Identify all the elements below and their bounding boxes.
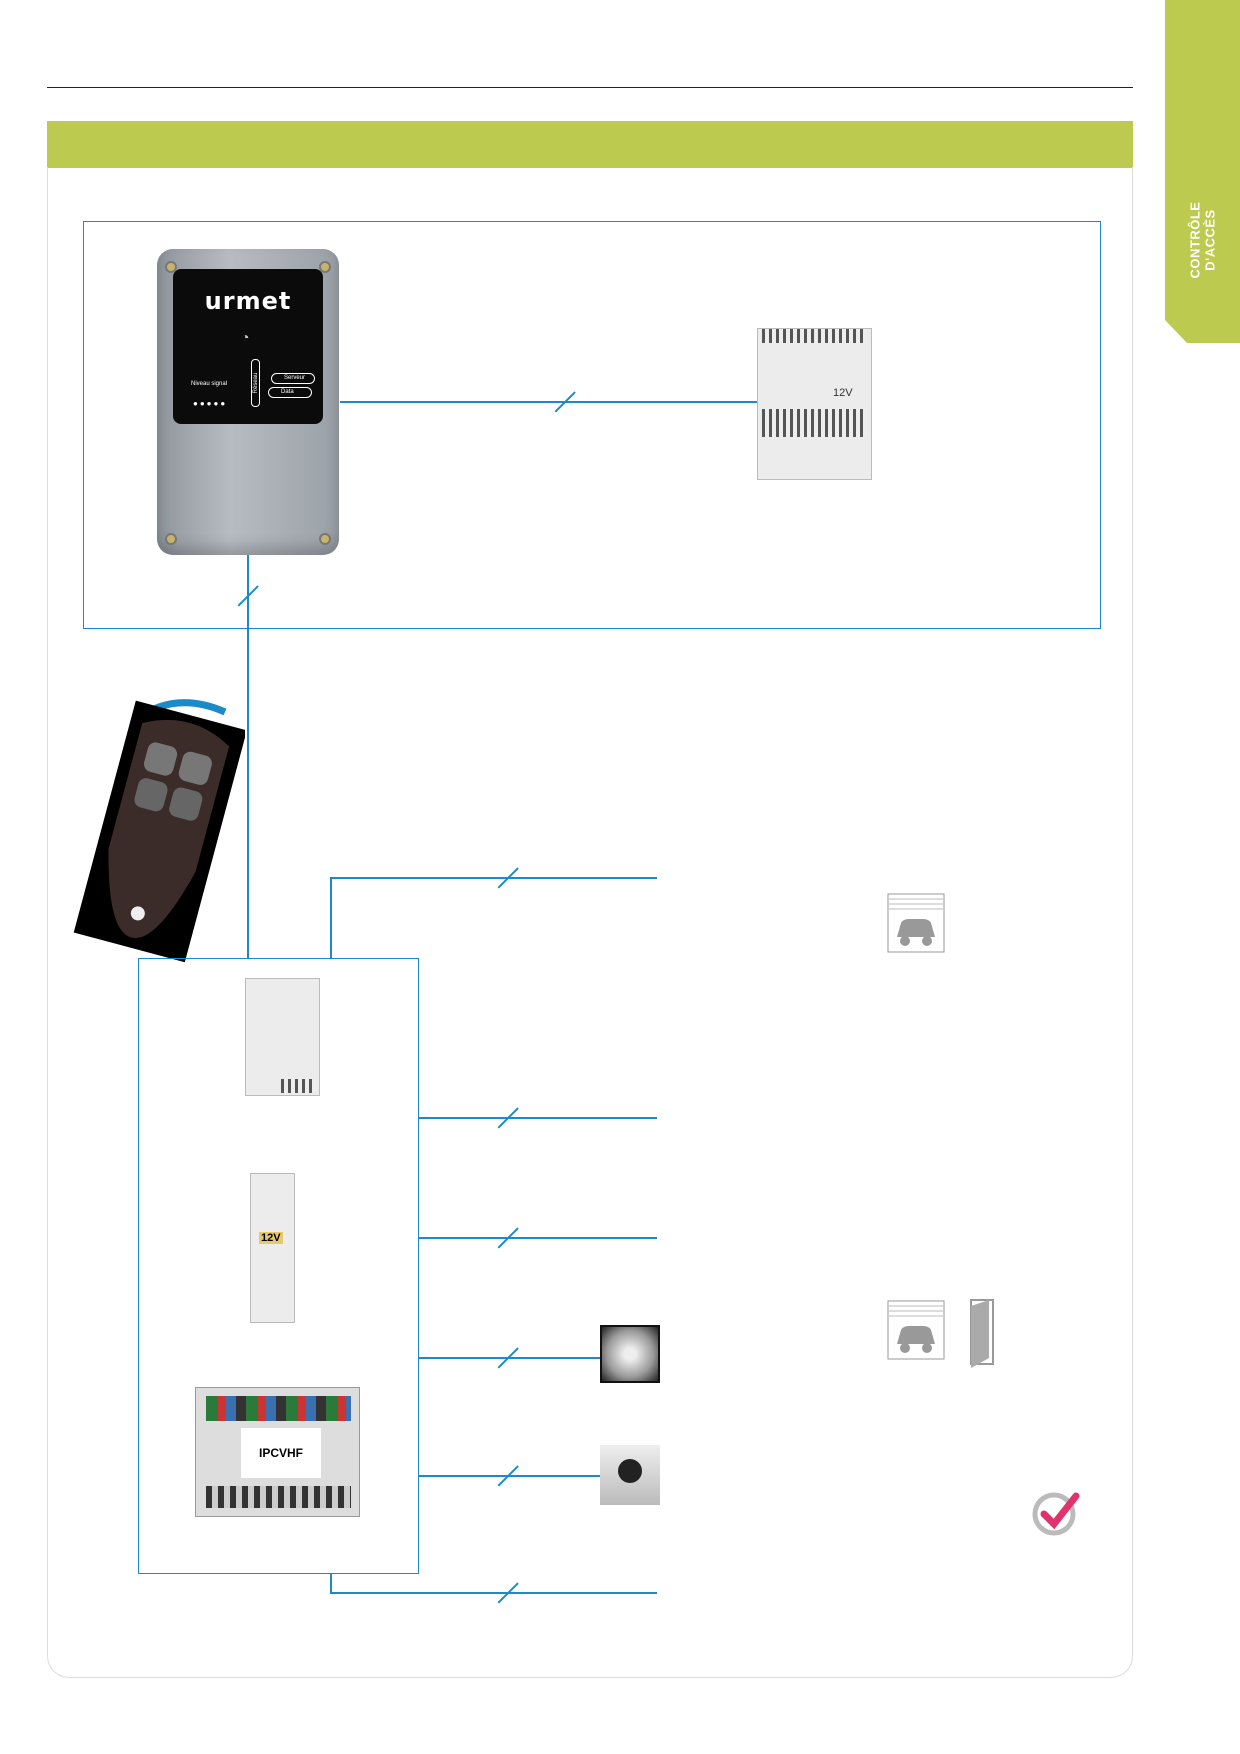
psu-voltage: 12V [833, 387, 853, 399]
keypad-reader [600, 1445, 660, 1505]
connection-line [247, 555, 249, 958]
gsm-gateway-device: urmet ◔ Niveau signal ●●●●● Réseau Serve… [157, 249, 339, 555]
screw-icon [165, 261, 177, 273]
connection-line [330, 877, 332, 958]
reader-lens [618, 1459, 642, 1483]
connection-line [419, 1117, 657, 1119]
screw-icon [319, 261, 331, 273]
header-rule [47, 87, 1133, 88]
garage-car-icon [887, 893, 945, 953]
side-tab[interactable] [1165, 0, 1240, 343]
push-button-reader [600, 1325, 660, 1383]
vent-fins [762, 329, 867, 343]
side-tab-line1: CONTRÔLE [1187, 201, 1203, 279]
vent-fins [762, 409, 867, 437]
screw-icon [319, 533, 331, 545]
urmet-logo: urmet [204, 287, 292, 315]
controller-group-box [138, 958, 419, 1574]
connection-line [330, 877, 657, 879]
door-icon [970, 1299, 994, 1368]
power-supply-top: 12V [757, 328, 872, 480]
connection-line [340, 401, 757, 403]
terminal-blocks [206, 1396, 351, 1421]
power-supply-small: 12V [250, 1173, 295, 1323]
remote-control [73, 699, 245, 963]
terminal-blocks [206, 1486, 351, 1508]
psu-small-voltage: 12V [259, 1232, 283, 1244]
connection-line [330, 1573, 332, 1592]
ipcvhf-controller: IPCVHF [195, 1387, 360, 1517]
network-label: Réseau [253, 372, 259, 394]
power-supply-module [245, 978, 320, 1096]
screw-icon [165, 533, 177, 545]
connection-line [419, 1357, 600, 1359]
connection-line [419, 1475, 600, 1477]
garage-car-icon [887, 1300, 945, 1360]
network-indicator: Réseau [251, 359, 260, 407]
data-indicator: Data [268, 387, 312, 398]
content-frame [47, 167, 1133, 1678]
signal-leds: ●●●●● [193, 399, 228, 408]
gateway-group-box [83, 221, 1101, 629]
wireless-icon: ◔ [241, 329, 250, 345]
controller-model: IPCVHF [241, 1428, 321, 1478]
device-panel: urmet ◔ Niveau signal ●●●●● Réseau Serve… [173, 269, 323, 424]
connection-line [330, 1592, 657, 1594]
signal-label: Niveau signal [191, 381, 228, 387]
server-indicator: Serveur [271, 373, 315, 384]
section-title-bar [47, 121, 1133, 168]
vent-fins [281, 1079, 316, 1093]
check-icon [1032, 1492, 1080, 1536]
side-tab-line2: D'ACCÈS [1202, 209, 1218, 271]
connection-line [419, 1237, 657, 1239]
